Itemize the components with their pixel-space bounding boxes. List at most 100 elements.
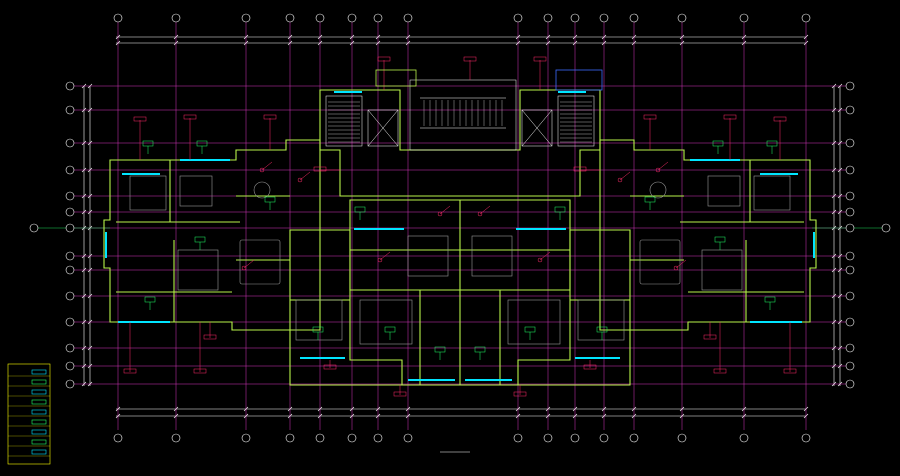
axis-bubble	[801, 433, 811, 443]
axis-bubble	[570, 13, 580, 23]
axis-bubble	[65, 291, 75, 301]
axis-bubble-circle	[65, 223, 75, 233]
axis-bubble-circle	[845, 265, 855, 275]
axis-bubble	[65, 207, 75, 217]
axis-bubble	[881, 223, 891, 233]
axis-bubble-circle	[65, 191, 75, 201]
axis-bubble	[403, 13, 413, 23]
axis-bubble-circle	[285, 433, 295, 443]
axis-bubble-circle	[543, 13, 553, 23]
axis-bubble-circle	[403, 13, 413, 23]
axis-bubble-circle	[65, 343, 75, 353]
grid-axis-bubbles	[29, 13, 891, 443]
axis-bubble	[65, 81, 75, 91]
axis-bubble	[599, 13, 609, 23]
axis-bubble	[29, 223, 39, 233]
axis-bubble	[845, 207, 855, 217]
legend-swatch	[31, 439, 47, 445]
axis-bubble	[65, 379, 75, 389]
axis-bubble-circle	[570, 13, 580, 23]
axis-bubble-circle	[65, 165, 75, 175]
axis-bubble	[543, 13, 553, 23]
axis-bubble	[845, 81, 855, 91]
axis-bubble-circle	[373, 13, 383, 23]
axis-bubble	[845, 343, 855, 353]
axis-bubble	[845, 251, 855, 261]
axis-bubble-circle	[845, 291, 855, 301]
legend-swatch	[31, 389, 47, 395]
axis-bubble	[347, 433, 357, 443]
axis-bubble-circle	[845, 361, 855, 371]
furniture-symbols	[129, 175, 791, 345]
stair-landing-frame	[375, 69, 417, 87]
window-openings	[105, 91, 815, 381]
legend-swatch	[31, 369, 47, 375]
axis-bubble	[845, 138, 855, 148]
legend-box	[7, 363, 51, 465]
axis-bubble-circle	[171, 13, 181, 23]
axis-bubble	[65, 343, 75, 353]
axis-bubble	[677, 433, 687, 443]
annotation-leaders	[123, 56, 797, 397]
axis-bubble-circle	[845, 81, 855, 91]
axis-bubble-circle	[845, 138, 855, 148]
axis-bubble	[543, 433, 553, 443]
axis-bubble-circle	[65, 251, 75, 261]
axis-bubble	[285, 433, 295, 443]
axis-bubble-circle	[845, 317, 855, 327]
axis-bubble	[65, 165, 75, 175]
axis-bubble	[315, 433, 325, 443]
axis-bubble-circle	[65, 207, 75, 217]
legend-swatch	[31, 399, 47, 405]
axis-bubble	[65, 105, 75, 115]
axis-bubble-circle	[801, 433, 811, 443]
axis-bubble-circle	[65, 317, 75, 327]
axis-bubble-circle	[171, 433, 181, 443]
axis-bubble-circle	[845, 105, 855, 115]
axis-bubble-circle	[285, 13, 295, 23]
axis-bubble	[845, 265, 855, 275]
axis-bubble	[629, 433, 639, 443]
axis-bubble	[65, 223, 75, 233]
axis-bubble-circle	[845, 223, 855, 233]
legend-swatch	[31, 449, 47, 455]
axis-bubble	[65, 191, 75, 201]
axis-bubble-circle	[403, 433, 413, 443]
floor-plan-walls	[103, 89, 817, 386]
axis-bubble	[739, 13, 749, 23]
stair-treads	[328, 100, 592, 143]
axis-bubble-circle	[845, 251, 855, 261]
axis-bubble-circle	[845, 343, 855, 353]
axis-bubble-circle	[881, 223, 891, 233]
axis-bubble-circle	[513, 13, 523, 23]
axis-bubble	[315, 13, 325, 23]
axis-bubble	[113, 433, 123, 443]
axis-bubble-circle	[65, 291, 75, 301]
axis-bubble	[677, 13, 687, 23]
axis-bubble	[845, 165, 855, 175]
axis-bubble-circle	[373, 433, 383, 443]
axis-bubble	[373, 433, 383, 443]
axis-bubble	[113, 13, 123, 23]
axis-bubble	[801, 13, 811, 23]
axis-bubble-circle	[845, 165, 855, 175]
axis-bubble-circle	[347, 433, 357, 443]
axis-bubble-circle	[599, 13, 609, 23]
axis-bubble	[285, 13, 295, 23]
axis-bubble-circle	[65, 138, 75, 148]
axis-bubble-circle	[241, 13, 251, 23]
axis-bubble-circle	[29, 223, 39, 233]
axis-bubble-circle	[845, 191, 855, 201]
legend-swatch	[31, 429, 47, 435]
axis-bubble-circle	[65, 105, 75, 115]
axis-bubble-circle	[113, 433, 123, 443]
axis-bubble	[845, 223, 855, 233]
roof-opening-frame	[555, 69, 603, 91]
legend-swatch	[31, 379, 47, 385]
axis-bubble-circle	[65, 379, 75, 389]
axis-bubble-circle	[65, 81, 75, 91]
axis-bubble	[599, 433, 609, 443]
axis-bubble	[65, 265, 75, 275]
axis-bubble	[739, 433, 749, 443]
